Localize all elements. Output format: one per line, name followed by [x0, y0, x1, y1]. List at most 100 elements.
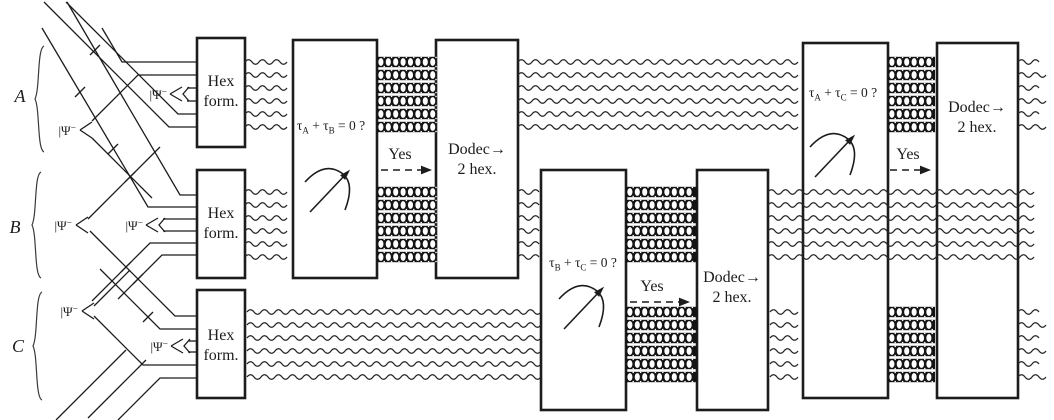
chain-gap: [662, 345, 664, 348]
chain-gap: [390, 195, 393, 198]
chain-link: [634, 227, 640, 235]
chain-gap: [894, 358, 896, 361]
pair-bracket-icon: [182, 86, 190, 102]
chain-gap: [639, 208, 642, 211]
chain-link: [926, 84, 932, 92]
chain-link: [904, 347, 910, 355]
photon-wavy-line: [1017, 309, 1040, 315]
chain-bar: [377, 69, 436, 81]
chain-gap: [901, 371, 904, 374]
chain-link: [679, 334, 685, 342]
chain-link: [904, 84, 910, 92]
chain-bar: [377, 225, 436, 237]
yes-label: Yes: [388, 146, 411, 163]
chain-link: [889, 84, 895, 92]
chain-link: [415, 97, 421, 105]
chain-link: [642, 360, 648, 368]
chain-gap: [639, 345, 642, 348]
chain-link: [911, 97, 917, 105]
chain-link: [407, 123, 414, 131]
chain-link: [686, 214, 692, 222]
chain-gap: [691, 354, 694, 357]
chain-gap: [662, 195, 664, 198]
chain-gap: [901, 367, 904, 370]
chain-gap: [931, 306, 933, 309]
chain-link: [926, 110, 932, 118]
entangled-chain-bundle-row: [626, 371, 697, 383]
hex-box-b-line2: form.: [203, 225, 238, 242]
photon-wavy-line: [517, 254, 540, 260]
chain-gap: [405, 251, 408, 254]
chain-gap: [647, 195, 649, 198]
web-line: [43, 1, 197, 128]
chain-gap: [383, 251, 385, 254]
chain-gap: [684, 251, 686, 254]
entangled-chain-bundle-row: [888, 82, 935, 94]
chain-gap: [383, 195, 385, 198]
chain-gap: [405, 212, 408, 215]
chain-gap: [639, 199, 642, 202]
chain-gap: [427, 121, 430, 124]
chain-gap: [662, 238, 664, 241]
chain-gap: [413, 251, 415, 254]
chain-gap: [691, 225, 694, 228]
entangled-chain-bundle-row: [626, 186, 697, 198]
arrowhead: [421, 165, 432, 175]
chain-link: [415, 240, 421, 248]
chain-gap: [398, 260, 400, 263]
chain-link: [911, 308, 917, 316]
chain-gap: [924, 332, 926, 335]
entangled-chain-bundles: [377, 56, 935, 383]
chain-link: [664, 308, 670, 316]
chain-gap: [420, 208, 422, 211]
chain-gap: [669, 354, 671, 357]
chain-gap: [405, 56, 408, 59]
chain-gap: [383, 65, 385, 68]
chain-link: [415, 123, 421, 131]
chain-bar: [888, 121, 935, 133]
chain-link: [889, 360, 895, 368]
chain-gap: [420, 69, 422, 72]
meter-needle: [563, 290, 601, 330]
chain-link: [649, 373, 655, 381]
chain-gap: [632, 345, 634, 348]
chain-gap: [684, 371, 686, 374]
chain-gap: [676, 195, 679, 198]
bell-state-label: |Ψ−: [125, 218, 143, 233]
chain-gap: [427, 234, 430, 237]
chain-link: [642, 227, 648, 235]
chain-gap: [383, 117, 385, 120]
chain-gap: [413, 234, 415, 237]
chain-gap: [405, 234, 408, 237]
chain-link: [926, 347, 932, 355]
entangled-chain-bundle-row: [888, 332, 935, 344]
chain-gap: [647, 234, 649, 237]
photon-wavy-line: [1017, 111, 1040, 117]
web-line: [89, 230, 197, 317]
chain-link: [679, 227, 685, 235]
chain-gap: [435, 195, 437, 198]
chain-gap: [639, 225, 642, 228]
chain-gap: [632, 212, 634, 215]
chain-link: [393, 97, 399, 105]
chain-link: [385, 97, 391, 105]
chain-gap: [435, 221, 437, 224]
chain-gap: [931, 104, 933, 107]
chain-gap: [390, 82, 393, 85]
boxes: [195, 36, 1020, 412]
chain-gap: [398, 121, 400, 124]
chain-gap: [916, 69, 919, 72]
chain-link: [911, 123, 917, 131]
chain-link: [904, 123, 910, 131]
chain-link: [926, 334, 932, 342]
chain-gap: [662, 208, 664, 211]
chain-gap: [398, 234, 400, 237]
chain-gap: [931, 117, 933, 120]
chain-link: [393, 110, 399, 118]
chain-gap: [647, 345, 649, 348]
chain-gap: [420, 221, 422, 224]
photon-wavy-line: [517, 189, 540, 195]
chain-gap: [894, 69, 896, 72]
chain-link: [400, 84, 406, 92]
chain-gap: [931, 315, 933, 318]
